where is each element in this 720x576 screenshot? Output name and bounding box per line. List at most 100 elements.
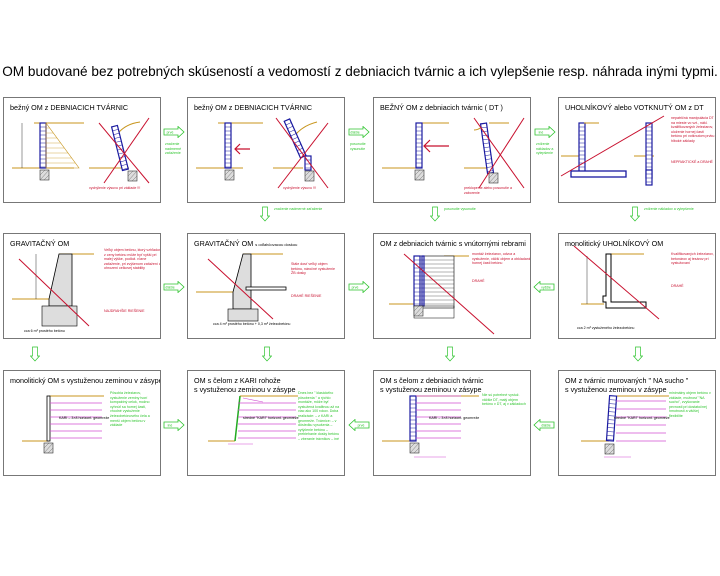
- panel-note: minimálny objem betónu v základe, možnos…: [669, 391, 711, 418]
- retaining-wall-drawing: [382, 395, 479, 458]
- connector-note: zníženie nákladov a vylepšenie: [536, 142, 554, 156]
- cross-out-line: [473, 117, 525, 189]
- panel-verdict: NAJDRAHŠIE RIEŠENIE: [104, 309, 145, 313]
- connector-label: ďalšie: [350, 131, 359, 135]
- panel-note: montáž železiarov, odvoz a vystuženie, v…: [472, 252, 531, 266]
- connector-label: iné: [168, 424, 173, 428]
- arrow-right-icon: ďalšie: [163, 280, 185, 294]
- panel-footnote: cca 4 m³ prostého betónu + 0,3 m³ železo…: [213, 322, 291, 326]
- connector-note: zníženie nákladov a vylepšenie: [644, 207, 694, 211]
- panel-verdict: DRAHÉ: [472, 279, 485, 283]
- connector-note: posunutie vysunutie: [444, 207, 476, 211]
- panel-note: Pôsobia železiarov, vystuženie zeminy tv…: [110, 391, 150, 428]
- cross-out-line: [560, 115, 665, 177]
- arrow-down-icon: [259, 206, 271, 222]
- panel-title: OM z debniacich tvárnic s vnútornými reb…: [380, 239, 526, 248]
- panel-title: UHOLNÍKOVÝ alebo VOTKNUTÝ OM z DT: [565, 103, 704, 112]
- panel-note: nepatričná manipulácia DT na mieste vo v…: [671, 116, 715, 143]
- retaining-wall-drawing: [12, 117, 150, 184]
- diagram-panel: BEŽNÝ OM z debniacich tvárnic ( DT ) prek…: [373, 97, 531, 203]
- panel-note: vychýlenie výsuvu pri základe !!!: [89, 186, 141, 190]
- connector-label: prvé: [358, 424, 365, 428]
- panel-title: GRAVITAČNÝ OM s odľahčovacou doskou: [194, 239, 298, 248]
- reinforcement-label: KARI – 3×8 horizont. geomreže: [59, 416, 110, 420]
- panel-note: vychýlenie výsuvu !!!: [283, 186, 316, 190]
- diagram-panel: OM z tvárnic murovaných " NA sucho "s vy…: [558, 370, 716, 476]
- arrow-down-icon: [29, 346, 41, 362]
- retaining-wall-drawing: [208, 395, 298, 445]
- panel-note: preklopenie alebo posunutie a zaborenie: [464, 186, 512, 195]
- reinforcement-label: KARI – 3×8 horizont. geomreže: [429, 416, 480, 420]
- panel-note: Kvalifikovaných železiarov, betonárov aj…: [671, 252, 714, 266]
- cross-out-line: [403, 253, 495, 335]
- arrow-down-icon: [629, 206, 641, 222]
- arrow-right-icon: prvé: [163, 125, 185, 139]
- page-title: OM budované bez potrebných skúseností a …: [2, 64, 718, 79]
- cross-out-line: [275, 117, 329, 189]
- connector-note: posunutie vysunutie: [350, 142, 366, 151]
- diagram-panel: monolitický OM s vystuženou zeminou v zá…: [3, 370, 161, 476]
- diagram-panel: UHOLNÍKOVÝ alebo VOTKNUTÝ OM z DT nepatri…: [558, 97, 716, 203]
- panel-footnote: cca 2 m³ vystuženého železobetónu: [577, 326, 635, 330]
- arrow-down-icon: [444, 346, 456, 362]
- panel-title: BEŽNÝ OM z debniacich tvárnic ( DT ): [380, 103, 503, 112]
- arrow-down-icon: [632, 346, 644, 362]
- arrow-right-icon: ďalšie: [348, 125, 370, 139]
- arrow-left-icon: prvé: [348, 418, 370, 432]
- panel-title: monolitický OM s vystuženou zeminou v zá…: [10, 376, 161, 385]
- panel-verdict: NEPRAKTICKÉ a DRAHÉ: [671, 160, 713, 164]
- cross-out-line: [478, 117, 525, 189]
- panel-note: Dnes bez " klasického pôsobenia " a rých…: [298, 391, 340, 441]
- arrow-down-icon: [261, 346, 273, 362]
- cross-out-line: [277, 122, 329, 189]
- retaining-wall-drawing: [389, 253, 495, 335]
- cross-out-line: [18, 258, 90, 327]
- diagram-panel: bežný OM z DEBNIACICH TVÁRNIC vychýlenie …: [187, 97, 345, 203]
- connector-label: ďalšie: [541, 424, 550, 428]
- connector-note: značenie nadmerné zaťaženie: [165, 142, 182, 156]
- panel-verdict: DRAHÉ RIEŠENIE: [291, 294, 322, 298]
- panel-title: OM z tvárnic murovaných " NA sucho "s vy…: [565, 376, 689, 394]
- cross-out-line: [103, 117, 150, 184]
- arrow-right-icon: iné: [534, 125, 556, 139]
- retaining-wall-drawing: [196, 117, 329, 189]
- retaining-wall-drawing: [12, 253, 94, 327]
- panel-title: GRAVITAČNÝ OM: [10, 239, 70, 248]
- diagram-panel: OM z debniacich tvárnic s vnútornými reb…: [373, 233, 531, 339]
- panel-title: bežný OM z DEBNIACICH TVÁRNIC: [10, 103, 129, 112]
- retaining-wall-drawing: [382, 117, 525, 189]
- connector-label: vyššie: [541, 286, 551, 290]
- connector-label: prvé: [167, 131, 174, 135]
- retaining-wall-drawing: [573, 245, 660, 320]
- connector-label: prvé: [352, 286, 359, 290]
- panel-title: bežný OM z DEBNIACICH TVÁRNIC: [194, 103, 313, 112]
- reinforcement-label: stredné "KARI" horizont. geomreže: [614, 416, 670, 420]
- retaining-wall-drawing: [560, 115, 665, 186]
- diagram-panel: bežný OM z DEBNIACICH TVÁRNIC vychýlenie …: [3, 97, 161, 203]
- arrow-left-icon: ďalšie: [533, 418, 555, 432]
- panel-note: Nie sú potrebné vystuž. väčšie DT, malý …: [482, 393, 526, 407]
- arrow-down-icon: [429, 206, 441, 222]
- arrow-right-icon: prvé: [348, 280, 370, 294]
- panel-footnote: cca 6 m³ prostého betónu: [24, 329, 65, 333]
- panel-note: Stále dosť veľký objem betónu, náročné v…: [291, 262, 335, 276]
- reinforcement-label: stredné "KARI" horizont. geomreže: [243, 416, 299, 420]
- panel-title: monolitický UHOLNÍKOVÝ OM: [565, 239, 664, 248]
- arrow-right-icon: iné: [163, 418, 185, 432]
- connector-label: iné: [539, 131, 544, 135]
- cross-out-line: [98, 122, 150, 184]
- retaining-wall-drawing: [581, 394, 669, 458]
- diagram-panel: monolitický UHOLNÍKOVÝ OM Kvalifikovaných…: [558, 233, 716, 339]
- arrow-left-icon: vyššie: [533, 280, 555, 294]
- cross-out-line: [573, 245, 660, 320]
- retaining-wall-drawing: [196, 253, 287, 322]
- cross-out-line: [207, 258, 274, 320]
- connector-label: ďalšie: [165, 286, 174, 290]
- retaining-wall-drawing: [22, 395, 104, 454]
